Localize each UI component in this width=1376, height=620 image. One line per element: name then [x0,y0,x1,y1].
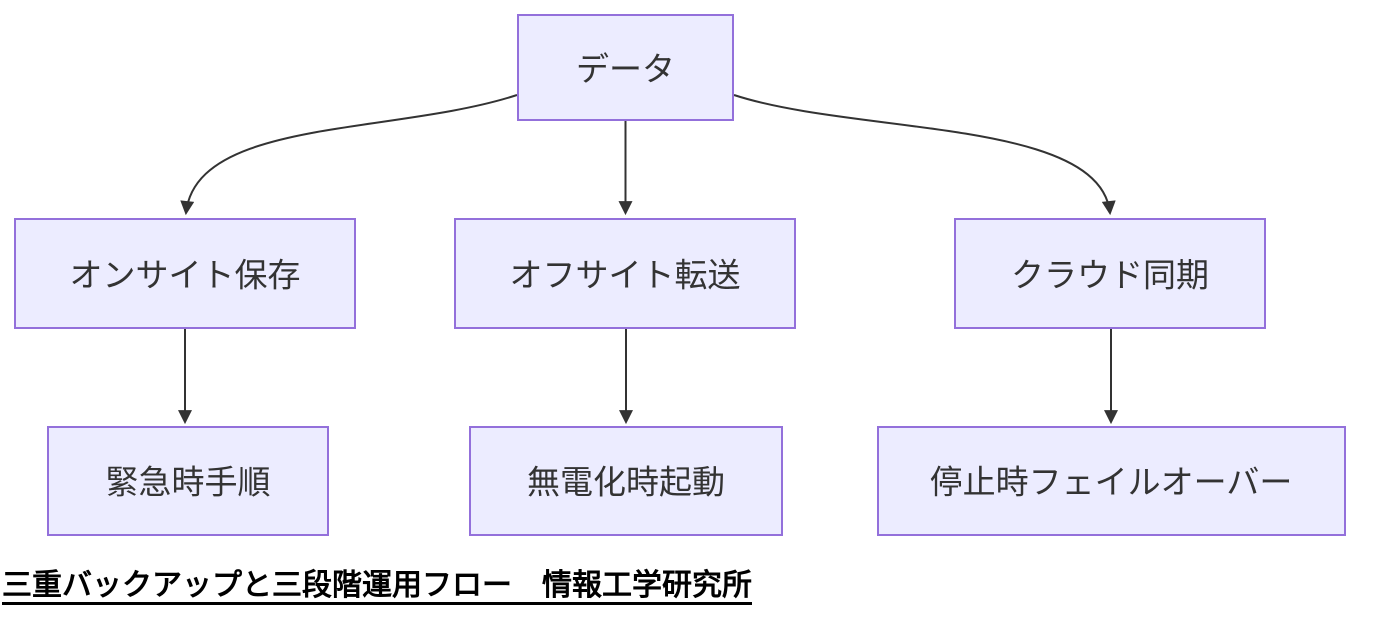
node-cloud-sync: クラウド同期 [954,218,1266,329]
node-nopower-startup-box [469,426,783,536]
node-offsite-transfer: オフサイト転送 [454,218,796,329]
node-offsite-transfer-label: オフサイト転送 [510,257,741,294]
node-cloud-sync-box [954,218,1266,329]
node-emergency-procedure: 緊急時手順 [47,426,329,536]
node-onsite-storage-label: オンサイト保存 [70,257,301,294]
node-emergency-procedure-label: 緊急時手順 [106,464,271,501]
node-emergency-procedure-box [47,426,329,536]
node-nopower-startup-label: 無電化時起動 [527,464,725,501]
node-data-box [517,14,734,121]
node-cloud-sync-label: クラウド同期 [1011,257,1209,294]
node-failover-on-stop-box [877,426,1346,536]
node-failover-on-stop-label: 停止時フェイルオーバー [930,464,1293,501]
edge-data-to-onsite [180,94,518,216]
flowchart-svg: データ オンサイト保存 オフサイト転送 クラウド同期 緊急時手順 無電化時起動 … [14,14,1346,536]
node-onsite-storage: オンサイト保存 [14,218,356,329]
node-failover-on-stop: 停止時フェイルオーバー [877,426,1346,536]
diagram-title: 三重バックアップと三段階運用フロー 情報工学研究所 [2,569,752,602]
node-onsite-storage-box [14,218,356,329]
node-offsite-transfer-box [454,218,796,329]
node-data: データ [517,14,734,121]
node-data-label: データ [576,51,675,88]
node-nopower-startup: 無電化時起動 [469,426,783,536]
edge-group [178,94,1118,425]
edge-data-to-cloud [733,94,1116,216]
